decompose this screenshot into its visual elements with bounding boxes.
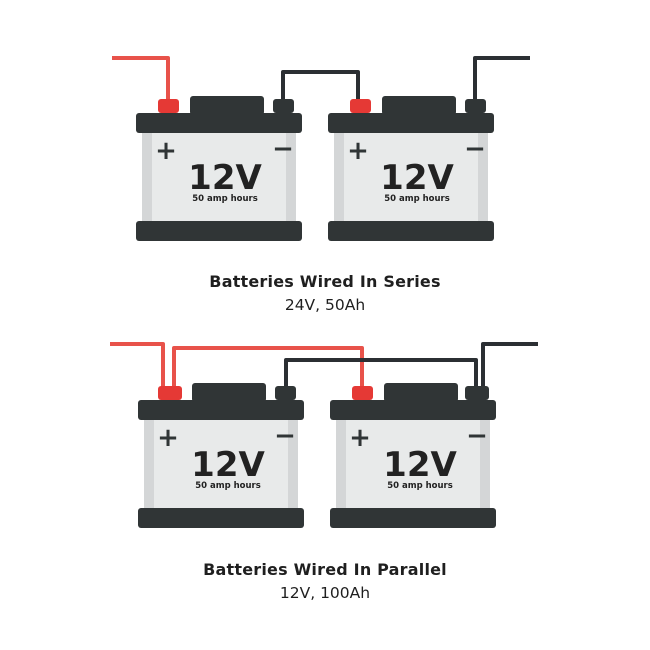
negative-terminal bbox=[275, 386, 296, 400]
parallel-negative-output-wire bbox=[481, 342, 538, 390]
series-wires bbox=[112, 56, 530, 102]
plus-symbol: + bbox=[347, 136, 369, 166]
series-link-wire bbox=[281, 70, 360, 102]
voltage-label: 12V bbox=[383, 445, 457, 485]
negative-terminal bbox=[465, 386, 489, 400]
plus-symbol: + bbox=[155, 136, 177, 166]
capacity-label: 50 amp hours bbox=[195, 481, 261, 491]
series-positive-input-wire bbox=[112, 56, 170, 102]
plus-symbol: + bbox=[157, 423, 179, 453]
minus-symbol: − bbox=[466, 421, 488, 451]
parallel-title: Batteries Wired In Parallel bbox=[203, 560, 447, 579]
positive-terminal bbox=[352, 386, 373, 400]
positive-terminal bbox=[350, 99, 371, 113]
voltage-label: 12V bbox=[380, 158, 454, 198]
voltage-label: 12V bbox=[188, 158, 262, 198]
series-negative-output-wire bbox=[473, 56, 530, 102]
positive-terminal bbox=[158, 386, 182, 400]
parallel-positive-link-wire bbox=[172, 346, 364, 390]
negative-terminal bbox=[273, 99, 294, 113]
capacity-label: 50 amp hours bbox=[384, 194, 450, 204]
capacity-label: 50 amp hours bbox=[192, 194, 258, 204]
negative-terminal bbox=[465, 99, 486, 113]
capacity-label: 50 amp hours bbox=[387, 481, 453, 491]
parallel-positive-input-wire bbox=[110, 342, 165, 390]
parallel-battery-1: + − 12V 50 amp hours bbox=[138, 383, 304, 528]
parallel-negative-link-wire bbox=[284, 358, 478, 390]
series-battery-1: + − 12V 50 amp hours bbox=[136, 96, 302, 241]
voltage-label: 12V bbox=[191, 445, 265, 485]
minus-symbol: − bbox=[464, 134, 486, 164]
minus-symbol: − bbox=[272, 134, 294, 164]
parallel-battery-2: + − 12V 50 amp hours bbox=[330, 383, 496, 528]
minus-symbol: − bbox=[274, 421, 296, 451]
series-battery-2: + − 12V 50 amp hours bbox=[328, 96, 494, 241]
positive-terminal bbox=[158, 99, 179, 113]
series-spec: 24V, 50Ah bbox=[284, 296, 366, 314]
parallel-spec: 12V, 100Ah bbox=[279, 584, 371, 602]
plus-symbol: + bbox=[349, 423, 371, 453]
parallel-wires bbox=[110, 342, 538, 390]
series-title: Batteries Wired In Series bbox=[209, 272, 441, 291]
